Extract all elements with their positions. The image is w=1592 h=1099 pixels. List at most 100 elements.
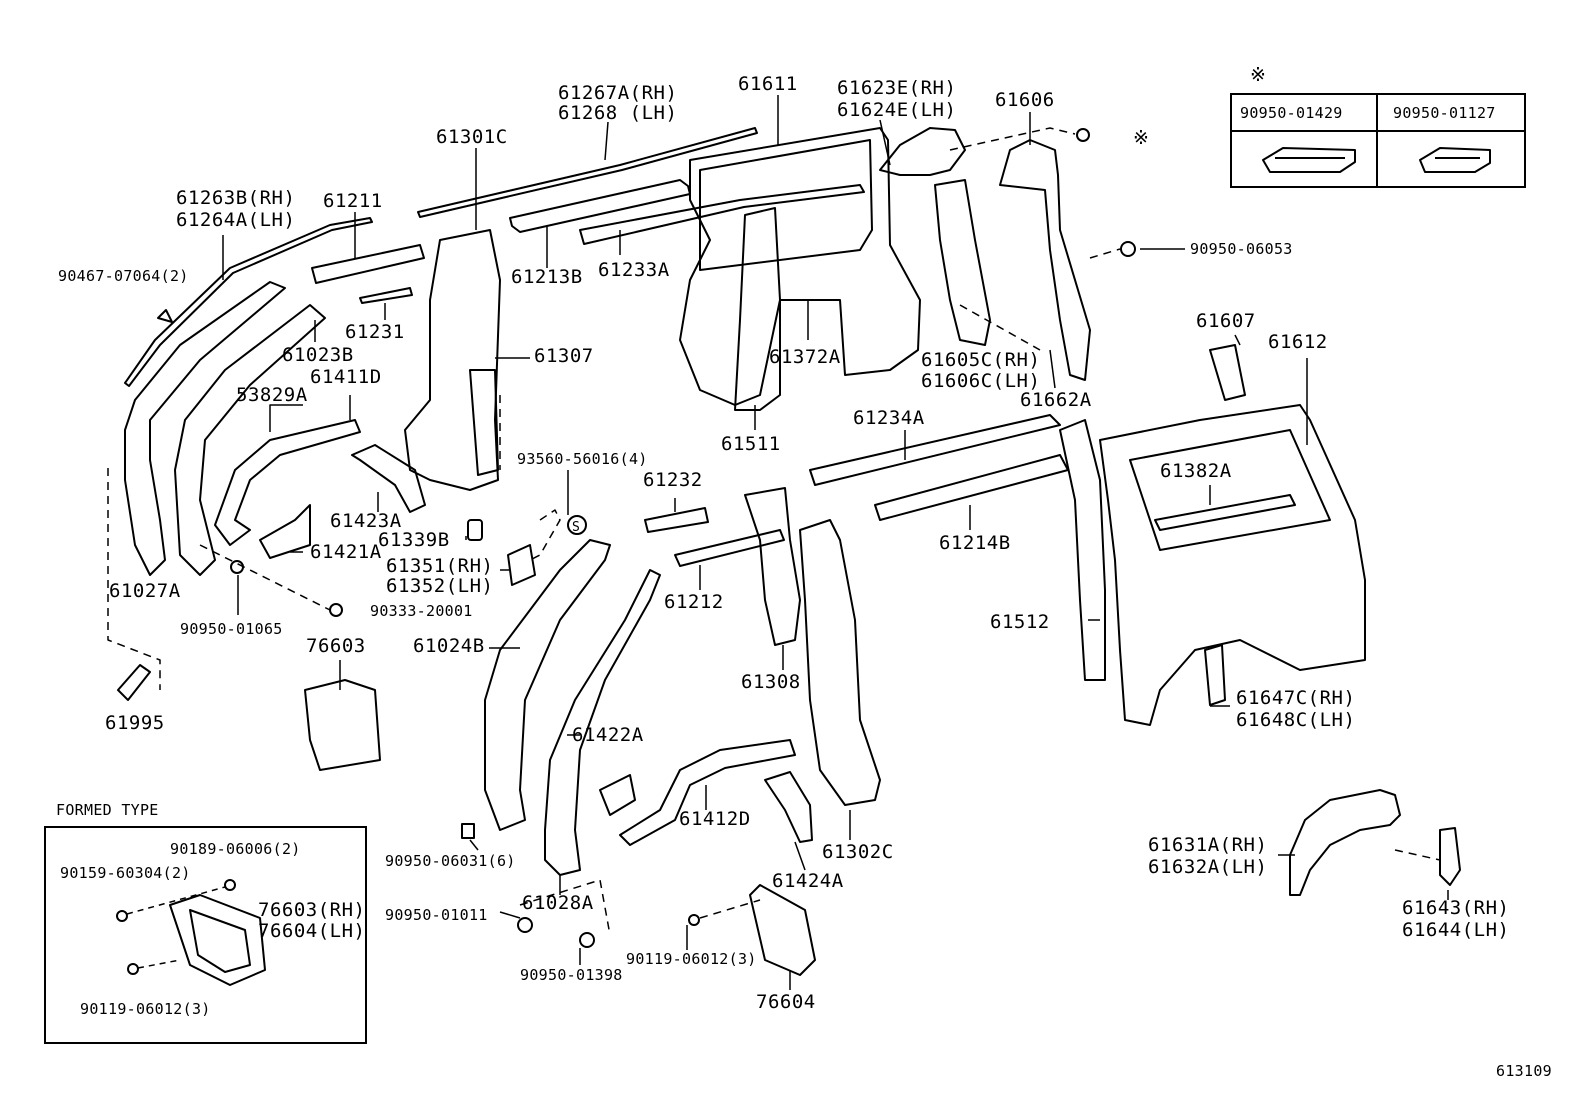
- bracket-61643: [1439, 827, 1461, 886]
- part-label: 61372A: [769, 346, 841, 368]
- ref-table-icons: [1262, 147, 1491, 173]
- wheelhouse-rear-61631A: [1289, 789, 1401, 896]
- part-label: 76604: [756, 991, 816, 1013]
- pillar-inner-61028A: [544, 569, 661, 876]
- clip-61995: [117, 664, 151, 701]
- formed-type-drawing: [116, 879, 266, 986]
- part-label: 61511: [721, 433, 781, 455]
- rear-pillar-61512: [1059, 419, 1106, 681]
- part-label: 61605C(RH): [921, 349, 1041, 371]
- part-label: 61611: [738, 73, 798, 95]
- clip-90467: [157, 309, 173, 323]
- rail-61212: [674, 529, 785, 567]
- formed-type-box: [44, 826, 367, 1044]
- figure-number: 613109: [1496, 1062, 1552, 1080]
- wheelhouse-front-61411D: [214, 419, 361, 546]
- grommet-refmark: [1076, 128, 1090, 142]
- pillar-61606: [999, 139, 1091, 381]
- roof-rail-front: [124, 217, 373, 387]
- part-label: 61339B: [378, 529, 450, 551]
- roof-rail-middle: [417, 127, 758, 218]
- clip-90950-06031: [461, 823, 475, 839]
- part-label: 61411D: [310, 366, 382, 388]
- part-label: 61648C(LH): [1236, 709, 1356, 731]
- part-label: 61231: [345, 321, 405, 343]
- bracket-61647C: [1204, 644, 1226, 706]
- part-label: 61382A: [1160, 460, 1232, 482]
- part-label: 61302C: [822, 841, 894, 863]
- bracket-61607: [1209, 344, 1246, 401]
- part-label: 61214B: [939, 532, 1011, 554]
- pillar-outer-61024B: [484, 539, 611, 831]
- part-label: 61606C(LH): [921, 370, 1041, 392]
- svg-text:S: S: [572, 520, 580, 535]
- part-label: 61412D: [679, 808, 751, 830]
- part-label: 93560-56016(4): [517, 450, 648, 468]
- quarter-panel-61612: [1099, 404, 1366, 726]
- roof-rail-61213B: [509, 179, 691, 233]
- ft-label-90119: 90119-06012(3): [80, 1000, 211, 1018]
- b-pillar-inner-61307: [469, 369, 499, 476]
- part-label: 90950-01011: [385, 906, 488, 924]
- grommet-90950-06053: [1120, 241, 1136, 257]
- ft-label-76603: 76603(RH): [258, 899, 366, 921]
- part-label: 61264A(LH): [176, 209, 296, 231]
- part-label: 61995: [105, 712, 165, 734]
- pillar-61302C: [799, 519, 881, 806]
- part-label: 61644(LH): [1402, 919, 1510, 941]
- ft-label-90159: 90159-60304(2): [60, 864, 191, 882]
- part-label: 61211: [323, 190, 383, 212]
- rail-61232: [644, 507, 709, 533]
- part-label: 61307: [534, 345, 594, 367]
- part-label: 61267A(RH): [558, 82, 678, 104]
- roof-side-61611: [679, 127, 921, 406]
- rail-61234A: [809, 414, 1061, 486]
- part-label: 61632A(LH): [1148, 856, 1268, 878]
- grommet-90950-01065: [230, 560, 244, 574]
- ref-table-col1: 90950-01429: [1240, 104, 1343, 122]
- roof-panel-61211: [311, 244, 425, 304]
- part-label: 61662A: [1020, 389, 1092, 411]
- dashed-leaders: [107, 127, 1441, 936]
- part-label: 61027A: [109, 580, 181, 602]
- clip-61339B: [467, 519, 483, 541]
- part-label: 61352(LH): [386, 575, 494, 597]
- part-label: 61423A: [330, 510, 402, 532]
- refmark-symbol-2: ※: [1133, 127, 1150, 149]
- part-label: 61232: [643, 469, 703, 491]
- pillar-61605C: [934, 179, 991, 346]
- bracket-61351: [507, 544, 536, 586]
- window-frame-61382A: [1154, 494, 1296, 531]
- part-label: 61647C(RH): [1236, 687, 1356, 709]
- part-label: 61263B(RH): [176, 187, 296, 209]
- part-label: 61212: [664, 591, 724, 613]
- mudguard-76603: [304, 679, 381, 771]
- screw-93560: [567, 515, 587, 535]
- bracket-61422A: [599, 774, 636, 816]
- part-label: 90950-06031(6): [385, 852, 516, 870]
- part-label: 61631A(RH): [1148, 834, 1268, 856]
- brace-61423A: [351, 444, 426, 513]
- part-label: 61028A: [522, 892, 594, 914]
- corner-panel-61623E: [879, 127, 966, 176]
- part-label: 61624E(LH): [837, 99, 957, 121]
- part-label: 90119-06012(3): [626, 950, 757, 968]
- part-label: 61301C: [436, 126, 508, 148]
- part-label: 90950-01398: [520, 966, 623, 984]
- grommet-90950-01398: [579, 932, 595, 948]
- part-label: 61308: [741, 671, 801, 693]
- part-label: 61623E(RH): [837, 77, 957, 99]
- part-label: 53829A: [236, 384, 308, 406]
- part-label: 61606: [995, 89, 1055, 111]
- refmark-symbol: ※: [1250, 64, 1267, 86]
- grommet-90333-20001: [329, 603, 343, 617]
- part-label: 61421A: [310, 541, 382, 563]
- bolt-90119: [688, 914, 700, 926]
- mudguard-76604: [749, 884, 816, 976]
- part-label: 61213B: [511, 266, 583, 288]
- part-label: 61024B: [413, 635, 485, 657]
- ref-table: [1230, 93, 1526, 188]
- formed-type-title: FORMED TYPE: [56, 801, 159, 819]
- part-label: 90333-20001: [370, 602, 473, 620]
- ref-table-col2: 90950-01127: [1393, 104, 1496, 122]
